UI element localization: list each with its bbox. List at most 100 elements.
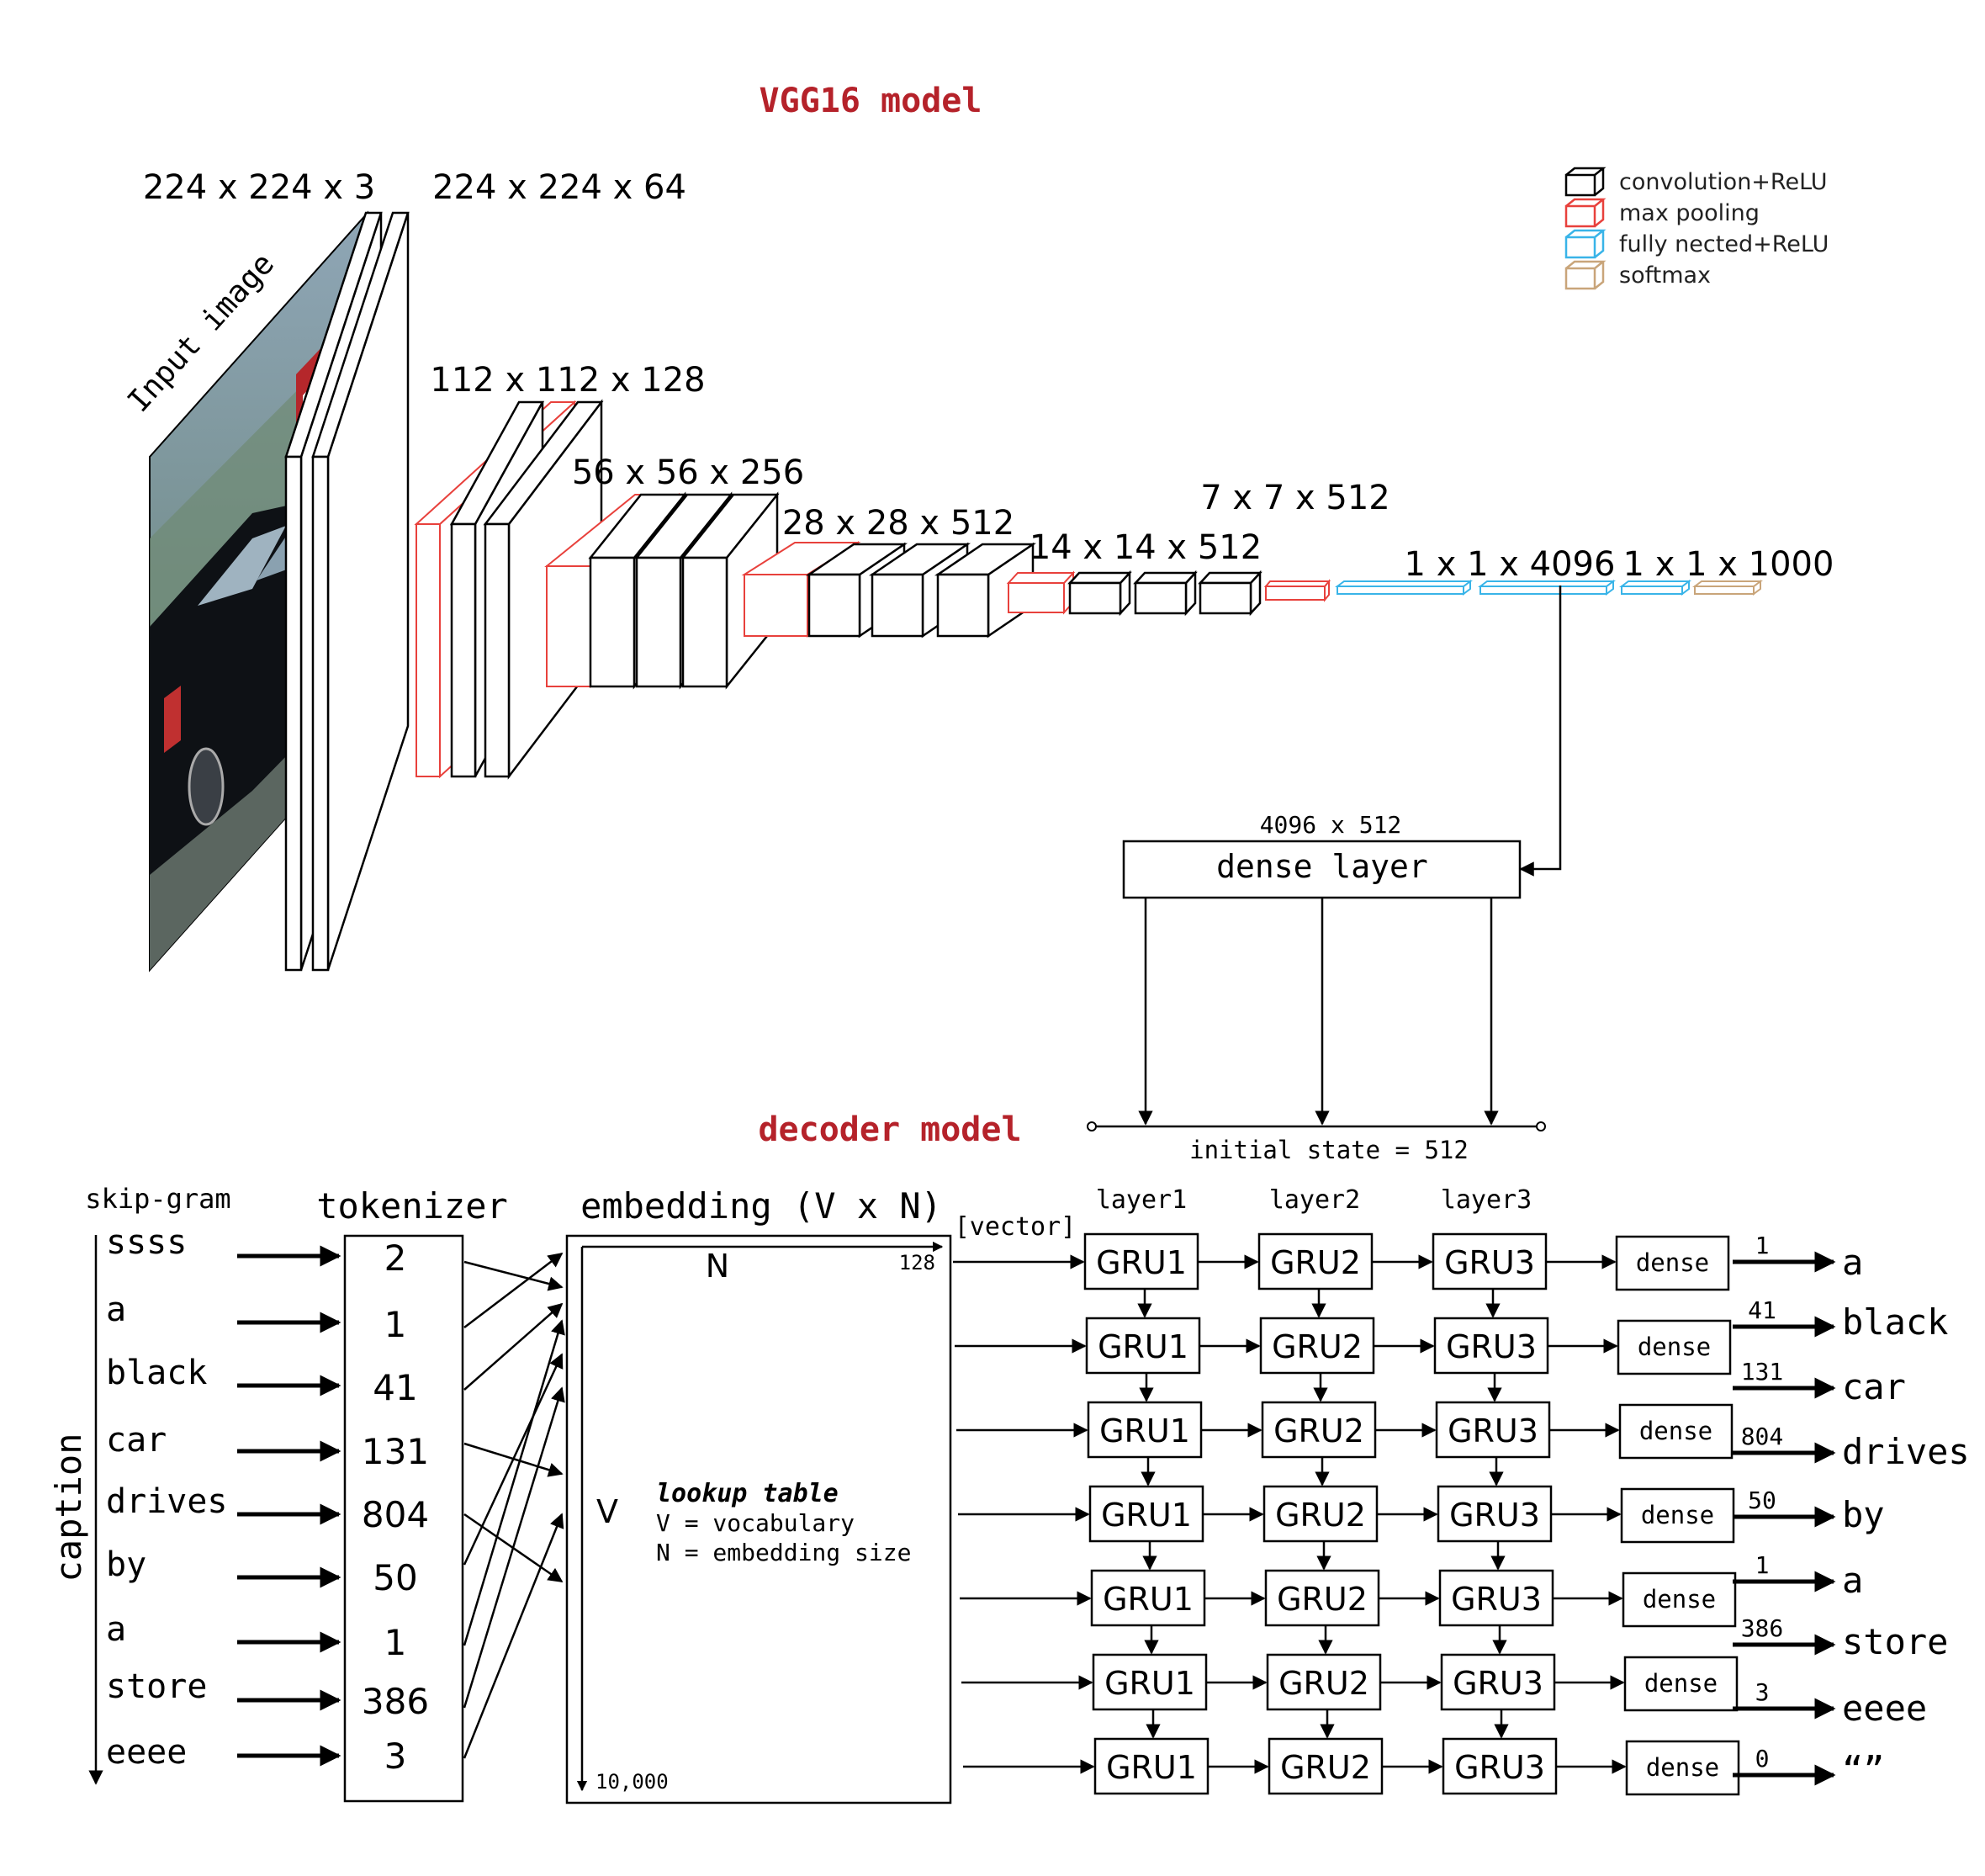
legend-pool-label: max pooling: [1619, 200, 1760, 226]
dense-output-label: dense: [1638, 1333, 1711, 1361]
legend-softmax-label: softmax: [1619, 262, 1711, 289]
embedding-n-label: N: [706, 1248, 729, 1285]
vgg-title: VGG16 model: [760, 82, 982, 120]
gru-cell-label: GRU2: [1275, 1497, 1366, 1534]
dense-output-label: dense: [1641, 1501, 1714, 1529]
token-id: 41: [373, 1367, 417, 1408]
token-id: 50: [373, 1557, 417, 1598]
legend-conv-swatch: [1564, 167, 1607, 197]
token-id: 1: [384, 1622, 407, 1663]
token-id: 131: [362, 1431, 429, 1472]
vgg16-layers: [284, 211, 1763, 972]
tokenizer-box: [343, 1234, 464, 1803]
legend: convolution+ReLU max pooling fully necte…: [1564, 167, 1829, 290]
legend-pool-swatch: [1564, 198, 1607, 228]
token-to-embedding-lines: [463, 1252, 565, 1759]
gru-cell-box: [1264, 1569, 1380, 1627]
output-token-id: 1: [1755, 1232, 1770, 1259]
gru-cell-label: GRU3: [1446, 1328, 1537, 1365]
dense-output-label: dense: [1644, 1669, 1718, 1698]
caption-word: a: [106, 1610, 126, 1649]
conv5-block-c: [1198, 570, 1262, 617]
legend-fc-label: fully nected+ReLU: [1619, 231, 1829, 257]
layer1-label: layer1: [1096, 1185, 1187, 1215]
dense-output-label: dense: [1643, 1585, 1716, 1614]
embedding-v-size: 10,000: [596, 1770, 669, 1794]
dense-output-box: [1623, 1656, 1739, 1712]
dense-output-box: [1622, 1571, 1737, 1628]
output-word: eeee: [1842, 1688, 1927, 1729]
token-id: 386: [362, 1681, 429, 1722]
dim-conv3: 56 x 56 x 256: [572, 453, 804, 492]
output-word: a: [1842, 1560, 1863, 1601]
dense-layer-label: dense layer: [1216, 848, 1428, 885]
gru-cell-label: GRU1: [1106, 1749, 1197, 1786]
gru-cell-box: [1257, 1232, 1374, 1290]
output-token-id: 0: [1755, 1745, 1770, 1773]
gru-cell-label: GRU1: [1103, 1581, 1194, 1618]
skipgram-label: skip-gram: [85, 1183, 230, 1215]
gru-cell-box: [1266, 1653, 1382, 1711]
layer2-label: layer2: [1269, 1185, 1360, 1215]
gru-cell-label: GRU1: [1104, 1665, 1195, 1702]
fc3-block: [1619, 580, 1691, 596]
gru-cell-box: [1261, 1401, 1377, 1459]
gru-cell-box: [1085, 1317, 1201, 1375]
gru-cell-label: GRU2: [1270, 1244, 1361, 1281]
gru-cell-box: [1083, 1232, 1199, 1290]
legend-softmax-swatch: [1564, 260, 1607, 290]
dense-output-label: dense: [1639, 1417, 1712, 1445]
lookup-table-title: lookup table: [656, 1479, 839, 1508]
dense-output-box: [1618, 1403, 1734, 1460]
lookup-table-v: V = vocabulary: [656, 1509, 855, 1537]
gru-cell-label: GRU1: [1101, 1497, 1192, 1534]
gru-cell-box: [1435, 1401, 1551, 1459]
gru-cell-box: [1438, 1569, 1554, 1627]
caption-word: ssss: [106, 1223, 187, 1262]
caption-word: eeee: [106, 1733, 187, 1772]
output-word: car: [1842, 1366, 1906, 1407]
token-lookup-line: [463, 1513, 564, 1759]
decoder-title: decoder model: [758, 1110, 1021, 1149]
dim-conv1: 224 x 224 x 64: [432, 168, 686, 207]
fc-to-dense-arrow: [1519, 586, 1562, 877]
gru-cell-box: [1440, 1653, 1556, 1711]
dim-fc: 1 x 1 x 4096: [1405, 545, 1616, 584]
dim-conv2: 112 x 112 x 128: [430, 361, 705, 400]
output-word: “”: [1842, 1749, 1885, 1790]
pool4-block: [1006, 570, 1076, 615]
token-lookup-line: [463, 1386, 565, 1709]
gru-cell-label: GRU1: [1096, 1244, 1187, 1281]
gru-cell-label: GRU3: [1444, 1244, 1535, 1281]
caption-word: car: [106, 1421, 167, 1460]
output-token-id: 50: [1748, 1486, 1776, 1514]
output-token-id: 386: [1741, 1614, 1784, 1642]
softmax-block: [1692, 580, 1763, 596]
gru-cell-box: [1262, 1485, 1379, 1543]
gru-cell-box: [1442, 1737, 1558, 1795]
output-word: a: [1842, 1242, 1863, 1283]
gru-cell-box: [1433, 1317, 1549, 1375]
output-token-id: 131: [1741, 1358, 1784, 1386]
vector-label: [vector]: [955, 1212, 1077, 1242]
embedding-box: [565, 1234, 952, 1804]
dim-conv5: 14 x 14 x 512: [1030, 528, 1262, 567]
layer3-label: layer3: [1441, 1185, 1532, 1215]
conv1-block-b: [311, 211, 410, 972]
fc1-block: [1335, 580, 1473, 596]
dense-layer-size: 4096 x 512: [1260, 811, 1402, 839]
output-word: store: [1842, 1621, 1948, 1662]
embedding-label: embedding (V x N): [580, 1185, 942, 1227]
gru-cell-box: [1088, 1485, 1204, 1543]
token-lookup-line: [463, 1302, 564, 1391]
gru-cell-label: GRU2: [1277, 1581, 1368, 1618]
embedding-n-size: 128: [899, 1251, 935, 1275]
gru-cell-label: GRU3: [1453, 1665, 1543, 1702]
token-lookup-line: [463, 1353, 564, 1566]
caption-word: by: [106, 1545, 146, 1584]
caption-word: drives: [106, 1482, 228, 1521]
conv3-block-c: [680, 491, 780, 690]
